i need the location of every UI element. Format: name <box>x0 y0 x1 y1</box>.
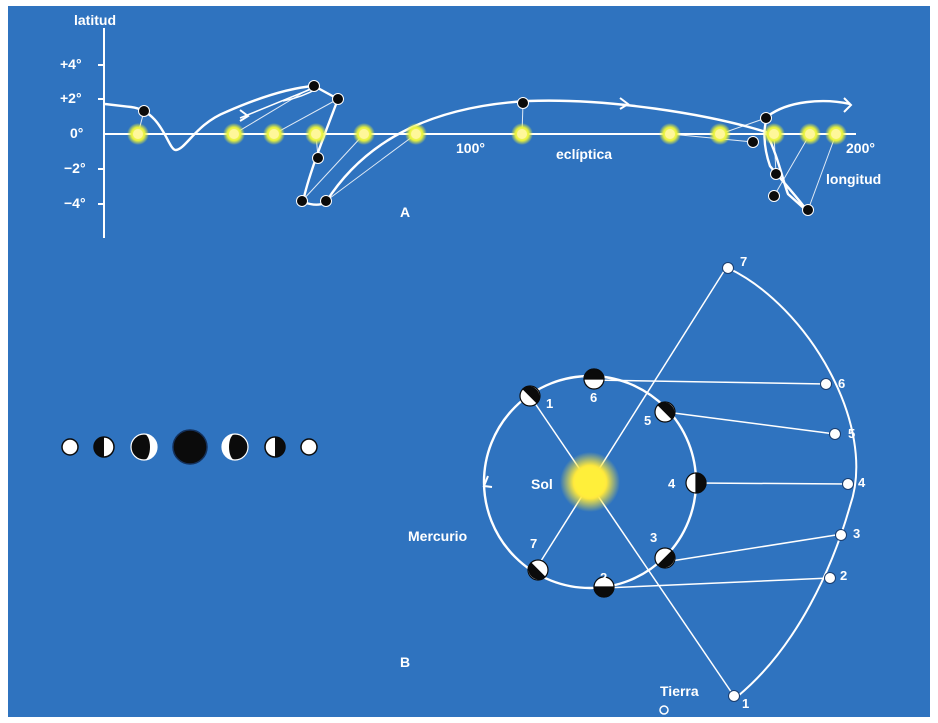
earth-position-dot <box>829 428 841 440</box>
orbit-point-label: 7 <box>530 536 538 551</box>
mercury-dot <box>320 195 332 207</box>
earth-orbit-arc <box>727 267 858 697</box>
orbit-point-label: 3 <box>650 530 658 545</box>
earth-position-dot <box>820 378 832 390</box>
earth-label: Tierra <box>660 683 699 699</box>
orbit-point-label: 2 <box>600 570 608 585</box>
orbit-point-label: 1 <box>546 396 554 411</box>
y-axis-label: latitud <box>74 12 116 28</box>
phase-crescent-icon <box>221 433 249 461</box>
mercury-position-3 <box>654 547 676 569</box>
mercury-dot <box>747 136 759 148</box>
mercury-dot <box>138 105 150 117</box>
retrograde-loop-path <box>104 84 851 213</box>
sun-positions <box>127 123 847 145</box>
mercury-label: Mercurio <box>408 528 468 544</box>
earth-position-dot <box>842 478 854 490</box>
path-arrows <box>239 97 853 122</box>
mercury-position-1 <box>519 385 541 407</box>
mercury-position-4 <box>685 472 707 494</box>
mercury-position-2 <box>593 576 615 598</box>
mercury-dot <box>760 112 772 124</box>
orbit-direction-arrow-icon <box>482 475 493 488</box>
orbit-point-label: 6 <box>590 390 598 405</box>
mercury-dot <box>802 204 814 216</box>
mercury-position-6 <box>583 368 605 390</box>
mercury-dot <box>312 152 324 164</box>
earth-point-label: 7 <box>740 254 748 269</box>
mercury-position-5 <box>654 401 676 423</box>
sun-label: Sol <box>531 476 553 492</box>
mercury-dot <box>308 80 320 92</box>
orbit-point-label: 5 <box>644 413 652 428</box>
sight-lines <box>529 267 849 697</box>
mercury-position-7 <box>527 559 549 581</box>
x-tick-label: 200° <box>846 140 875 156</box>
x-tick-label: 100° <box>456 140 485 156</box>
mercury-positions <box>138 80 814 216</box>
earth-position-dot <box>835 529 847 541</box>
earth-point-label: 4 <box>858 475 866 490</box>
phase-half-icon <box>93 436 115 458</box>
mercury-dot <box>296 195 308 207</box>
earth-point-label: 3 <box>853 526 861 541</box>
y-tick-label: +2° <box>60 90 82 106</box>
arrow-icon <box>239 109 250 122</box>
x-axis-label: longitud <box>826 171 882 187</box>
y-tick-label: 0° <box>70 125 84 141</box>
orbit-point-label: 4 <box>668 476 676 491</box>
earth-position-dot <box>728 690 740 702</box>
earth-point-label: 6 <box>838 376 846 391</box>
earth-positions <box>722 262 854 702</box>
arrow-icon <box>843 97 853 113</box>
y-tick-label: +4° <box>60 56 82 72</box>
earth-position-dot <box>722 262 734 274</box>
sun-icon <box>575 467 605 497</box>
earth-point-label: 5 <box>848 426 856 441</box>
y-tick-label: −2° <box>64 160 86 176</box>
diagram-graphics <box>61 28 858 715</box>
earth-point-label: 2 <box>840 568 848 583</box>
diagram-canvas: latitud +4° +2° 0° −2° −4° 100° 200° ecl… <box>8 6 930 717</box>
earth-position-dot <box>824 572 836 584</box>
mercury-dot <box>768 190 780 202</box>
panel-b-label: B <box>400 654 411 670</box>
phase-new-icon <box>172 429 208 465</box>
arrow-icon <box>619 97 630 110</box>
phase-sequence <box>61 429 318 465</box>
phase-crescent-icon <box>130 433 158 461</box>
mercury-dot <box>332 93 344 105</box>
phase-full-icon <box>300 438 318 456</box>
panel-a-label: A <box>400 204 411 220</box>
ecliptic-label: eclíptica <box>556 146 613 162</box>
phase-full-icon <box>61 438 79 456</box>
earth-icon <box>659 705 669 715</box>
mercury-dot <box>770 168 782 180</box>
panel-a-axes <box>98 28 856 238</box>
mercury-dot <box>517 97 529 109</box>
mercury-orbit-positions <box>519 368 707 598</box>
y-tick-label: −4° <box>64 195 86 211</box>
earth-point-label: 1 <box>742 696 750 711</box>
phase-half-icon <box>264 436 286 458</box>
